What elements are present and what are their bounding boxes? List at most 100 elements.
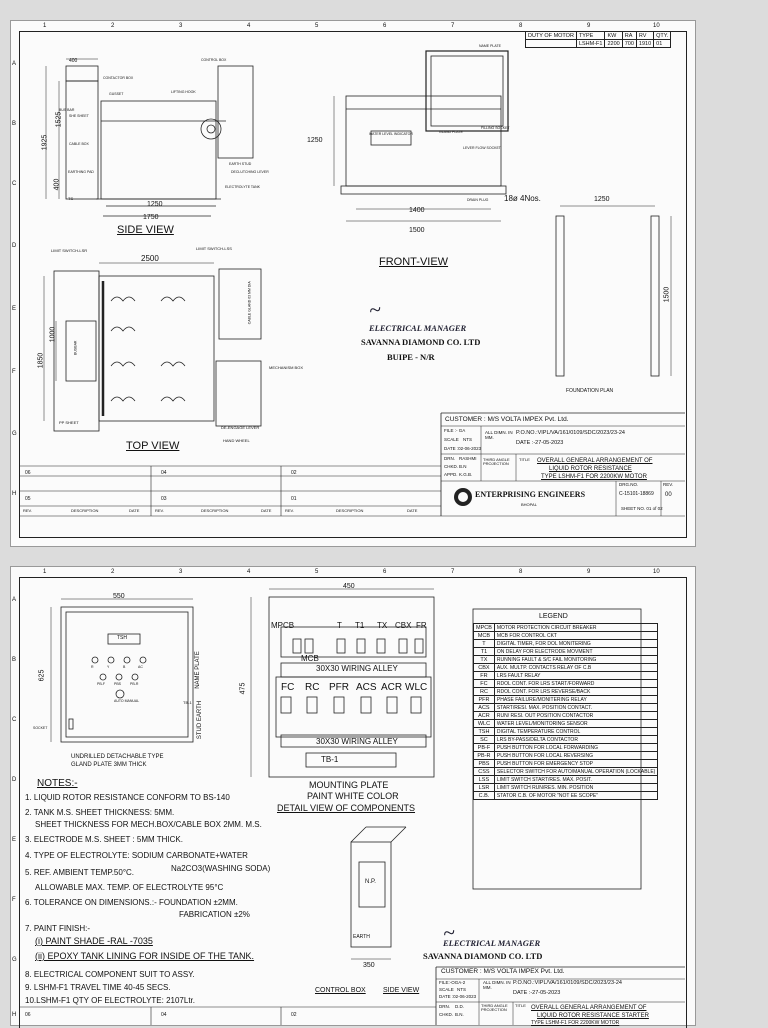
legend-code: WLC xyxy=(473,719,495,728)
legend-code: MPCB xyxy=(473,623,495,632)
stud-earth-label: STUD EARTH xyxy=(197,700,204,740)
drawing-sheet-1: 1 2 3 4 5 6 7 8 9 10 A B C D E F G H DUT… xyxy=(10,20,696,547)
component-mcb: MCB xyxy=(301,654,319,663)
scale-value: NTS xyxy=(457,987,466,992)
legend-description: WATER LEVEL/MONITORING SENSOR xyxy=(493,719,659,728)
rev-02: 02 xyxy=(291,470,297,476)
legend-description: RDOL CONT. FOR LRS START/FORWARD xyxy=(493,679,659,688)
signature-title: ELECTRICAL MANAGER xyxy=(369,323,467,333)
lamp-y: Y xyxy=(107,665,110,669)
label-gland-plate: GLAND PLATE xyxy=(439,130,463,134)
rev-header: DATE xyxy=(261,508,272,513)
file-label: FILE:-OGA-2 xyxy=(439,980,466,985)
label-limit-switch-lss: LIMIT SWITCH-LSS xyxy=(196,246,232,251)
legend-code: TX xyxy=(473,655,495,664)
signature-company: SAVANNA DIAMOND CO. LTD xyxy=(361,337,481,347)
component-fr: FR xyxy=(416,621,427,630)
wiring-alley-1: 30X30 WIRING ALLEY xyxy=(316,664,398,673)
row-letter: D xyxy=(12,777,17,783)
sheet-2-border xyxy=(19,577,687,1028)
auto-manual: AUTO MANUAL xyxy=(114,699,140,703)
rev-05: 05 xyxy=(25,496,31,502)
component-cbx: CBX xyxy=(395,621,412,630)
rev-04: 04 xyxy=(161,470,167,476)
label-bus-bar: BUS BAR xyxy=(59,108,75,112)
row-letter: E xyxy=(12,837,17,843)
dim-1400: 1400 xyxy=(409,207,425,214)
col-number: 6 xyxy=(383,23,387,29)
company-city: BHOPAL xyxy=(521,502,537,507)
scale-value: NTS xyxy=(463,437,472,442)
col-number: 8 xyxy=(519,23,523,29)
legend-description: PHASE FAILURE/MONITERING RELAY xyxy=(493,695,659,704)
pb-r: PB-R xyxy=(130,682,139,686)
legend-code: PB-F xyxy=(473,743,495,752)
legend-code: T1 xyxy=(473,647,495,656)
legend-title: LEGEND xyxy=(539,613,568,620)
dim-1000: 1000 xyxy=(49,326,57,343)
note-line: SHEET THICKNESS FOR MECH.BOX/CABLE BOX 2… xyxy=(35,820,262,829)
col-number: 6 xyxy=(383,569,387,575)
label-ts: TS xyxy=(68,196,74,201)
row-letter: C xyxy=(12,717,17,723)
col-number: 2 xyxy=(111,23,115,29)
sheet-1-line-art xyxy=(19,50,685,517)
name-plate-label: NAME PLATE xyxy=(194,651,201,689)
col-number: 5 xyxy=(315,569,319,575)
dim-350: 350 xyxy=(363,962,375,969)
row-letter: A xyxy=(12,61,17,67)
legend-code: PFR xyxy=(473,695,495,704)
legend-description: RUN/ RESI. OUT POSITION CONTACTOR xyxy=(493,711,659,720)
label-filling-socket: FILLING SOCKET xyxy=(481,126,510,130)
note-line: (i) PAINT SHADE -RAL -7035 xyxy=(35,936,153,946)
side-view-title: SIDE VIEW xyxy=(117,224,174,236)
date-label: DATE :02-06-2023 xyxy=(444,446,482,451)
label-electrolyte: ELECTROLYTE TANK xyxy=(225,185,261,189)
row-letter: H xyxy=(12,1012,17,1018)
chkd-name: B.N. xyxy=(455,1012,464,1017)
customer: CUSTOMER : M/S VOLTA IMPEX Pvt. Ltd. xyxy=(445,416,569,423)
drn-label: DRN. xyxy=(444,456,455,461)
dim-475: 475 xyxy=(239,682,247,695)
rev-04: 04 xyxy=(161,1012,167,1018)
scale-label: SCALE xyxy=(444,437,459,442)
top-view-title: TOP VIEW xyxy=(126,440,180,452)
legend-code: CBX xyxy=(473,663,495,672)
label-she-sheet: SHE SHEET xyxy=(69,114,89,118)
appd-name: K.G.B. xyxy=(459,472,473,477)
row-letter: D xyxy=(12,243,17,249)
dim-400-top: 400 xyxy=(69,58,78,64)
control-box-caption: CONTROL BOX xyxy=(315,987,366,994)
po-date: DATE :-27-05-2023 xyxy=(513,990,561,996)
label-earthing-pad: EARTHING PAD xyxy=(68,170,94,174)
legend-code: TSH xyxy=(473,727,495,736)
dim-1250-foundation: 1250 xyxy=(594,196,610,203)
chkd-label: CHKD. xyxy=(439,1012,454,1017)
signature-location: BUIPE - N/R xyxy=(387,352,435,362)
component-acr: ACR xyxy=(381,682,403,693)
dim-1525: 1525 xyxy=(55,111,63,128)
legend-description: START/RESI. MAX. POSITION CONTACT. xyxy=(493,703,659,712)
dim-1250: 1250 xyxy=(147,201,163,208)
title-label: TITLE xyxy=(515,1003,526,1008)
rev-06: 06 xyxy=(25,1012,31,1018)
row-letter: F xyxy=(12,369,16,375)
paint-white-caption: PAINT WHITE COLOR xyxy=(307,791,399,801)
po-number: P.O.NO.:VIPL/VA/161/0109/SDC/2023/23-24 xyxy=(516,430,625,436)
label-limit-switch-lsr: LIMIT SWITCH-LSR xyxy=(51,248,88,253)
legend-code: RC xyxy=(473,687,495,696)
front-view-title: FRONT-VIEW xyxy=(379,256,449,268)
component-fc: FC xyxy=(281,682,295,693)
dim-1500: 1500 xyxy=(409,227,425,234)
rev-header: DATE xyxy=(407,508,418,513)
dim-1750: 1750 xyxy=(143,214,159,221)
rev-03: 03 xyxy=(161,496,167,502)
